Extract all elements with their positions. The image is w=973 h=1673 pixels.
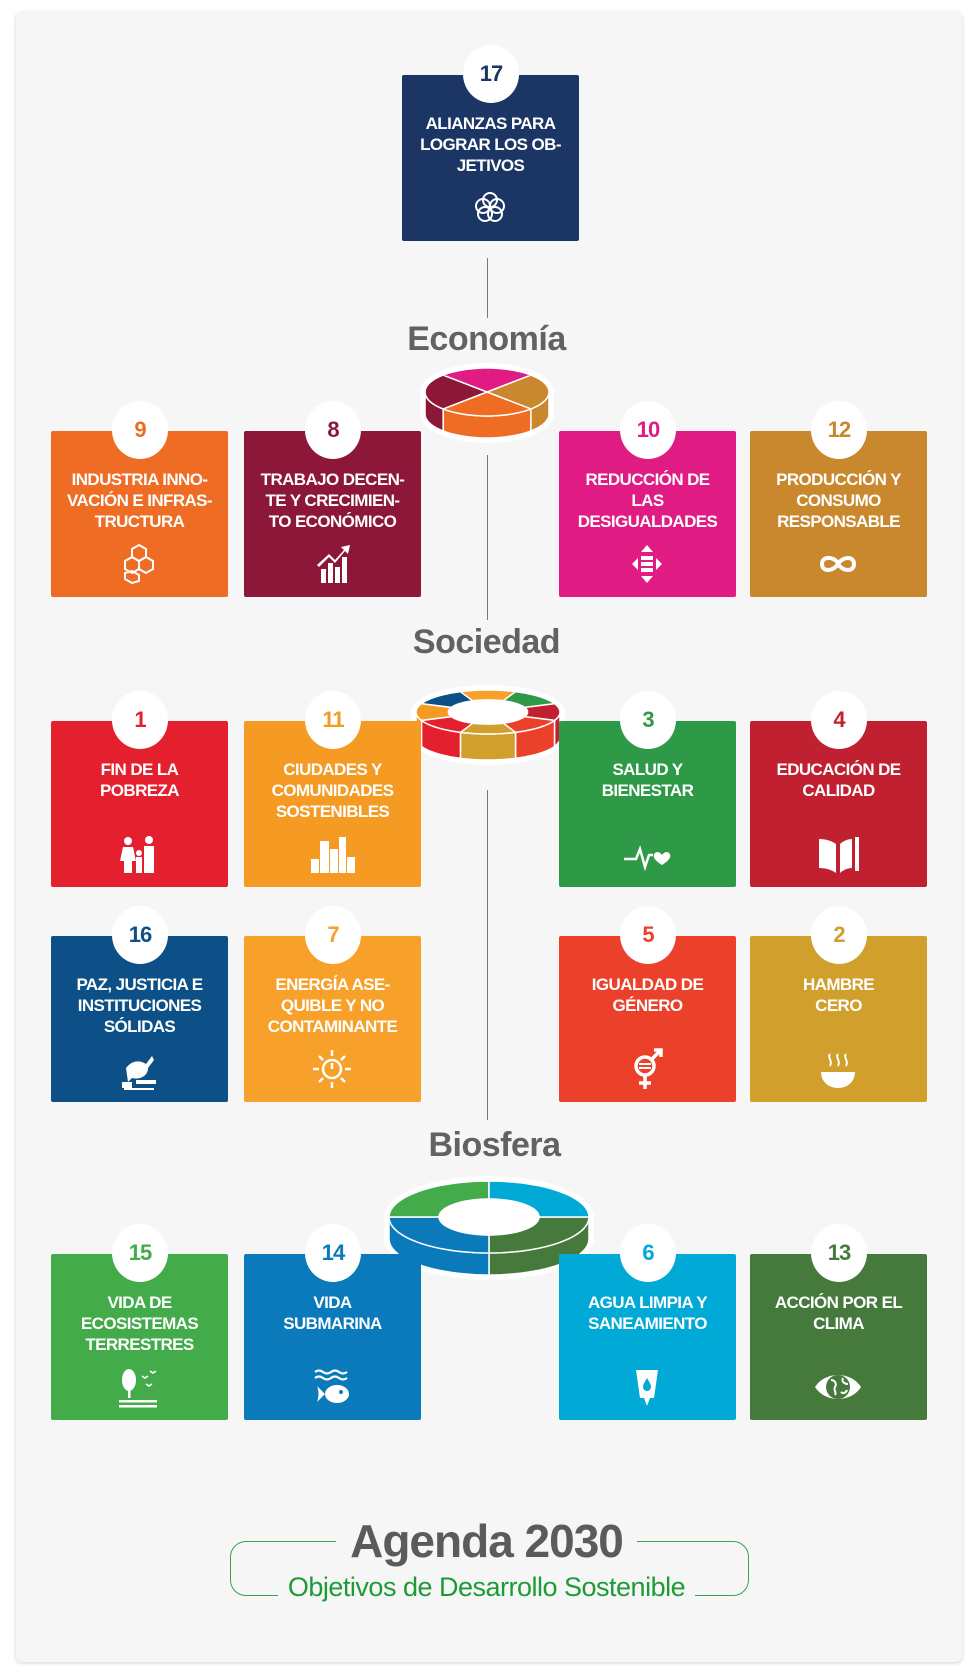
dove-gavel-icon: [114, 1046, 164, 1090]
goal-number-badge: 8: [305, 401, 361, 459]
goal-number-badge: 15: [112, 1224, 168, 1282]
goal-number-badge: 13: [811, 1224, 867, 1282]
goal-number-badge: 4: [811, 691, 867, 749]
earth-eye-icon: [813, 1364, 863, 1408]
footer-title: Agenda 2030: [336, 1515, 637, 1567]
goal-title: SALUD Y BIENESTAR: [601, 760, 694, 800]
disc-top-segment: [424, 374, 490, 410]
goal-title: AGUA LIMPIA Y SANEAMIENTO: [587, 1293, 708, 1333]
goal-number-badge: 12: [811, 401, 867, 459]
disc-top-segment: [441, 391, 533, 417]
goal-title: IGUALDAD DE GÉNERO: [591, 975, 704, 1015]
goal-title: REDUCCIÓN DE LAS DESIGUALDADES: [577, 470, 718, 531]
disc-hole: [448, 699, 528, 725]
goal-title: CIUDADES Y COMUNIDADES SOSTENIBLES: [271, 760, 394, 821]
goal-title: ENERGÍA ASE- QUIBLE Y NO CONTAMINANTE: [267, 975, 398, 1036]
cubes-icon: [114, 541, 164, 585]
goal-title: VIDA DE ECOSISTEMAS TERRESTRES: [80, 1293, 199, 1354]
disc-hole: [439, 1199, 539, 1235]
goal-number-badge: 11: [305, 691, 361, 749]
growth-chart-icon: [307, 541, 357, 585]
book-icon: [813, 831, 863, 875]
infinity-icon: [813, 541, 863, 585]
equality-arrows-icon: [622, 541, 672, 585]
city-icon: [307, 831, 357, 875]
disc-top-segment: [441, 367, 533, 393]
family-icon: [114, 831, 164, 875]
goal-title: PRODUCCIÓN Y CONSUMO RESPONSABLE: [776, 470, 901, 531]
connector-line: [487, 790, 488, 1120]
goal-title: VIDA SUBMARINA: [283, 1293, 382, 1333]
goal-number-badge: 6: [620, 1224, 676, 1282]
goal-title: PAZ, JUSTICIA E INSTITUCIONES SÓLIDAS: [76, 975, 203, 1036]
flower-icon: [465, 185, 515, 229]
water-glass-icon: [622, 1364, 672, 1408]
goal-number-badge: 7: [305, 906, 361, 964]
disc-side-segment: [459, 731, 517, 761]
section-title-economy: Economía: [407, 320, 566, 358]
heartbeat-icon: [622, 831, 672, 875]
connector-line: [487, 258, 488, 318]
goal-number-badge: 10: [620, 401, 676, 459]
tree-birds-icon: [114, 1364, 164, 1408]
goal-number-badge: 17: [463, 45, 519, 103]
bowl-icon: [813, 1046, 863, 1090]
goal-title: EDUCACIÓN DE CALIDAD: [776, 760, 901, 800]
goal-number-badge: 14: [305, 1224, 361, 1282]
connector-line: [487, 455, 488, 620]
goal-number-badge: 9: [112, 401, 168, 459]
goal-title: TRABAJO DECEN- TE Y CRECIMIEN- TO ECONÓM…: [260, 470, 405, 531]
goal-number-badge: 1: [112, 691, 168, 749]
goal-number-badge: 3: [620, 691, 676, 749]
goal-title: INDUSTRIA INNO- VACIÓN E INFRAS- TRUCTUR…: [67, 470, 213, 531]
goal-number-badge: 16: [112, 906, 168, 964]
goal-title: FIN DE LA POBREZA: [100, 760, 180, 800]
section-title-society: Sociedad: [412, 623, 561, 661]
economy-disc: [420, 363, 554, 443]
goal-number-badge: 2: [811, 906, 867, 964]
goal-title: ACCIÓN POR EL CLIMA: [774, 1293, 903, 1333]
goal-title: HAMBRE CERO: [802, 975, 875, 1015]
footer-subtitle: Objetivos de Desarrollo Sostenible: [277, 1572, 696, 1602]
gender-icon: [622, 1046, 672, 1090]
sun-power-icon: [307, 1046, 357, 1090]
goal-number-badge: 5: [620, 906, 676, 964]
disc-top-segment: [484, 374, 550, 410]
society-disc: [411, 685, 565, 765]
fish-waves-icon: [307, 1364, 357, 1408]
goal-title: ALIANZAS PARA LOGRAR LOS OB- JETIVOS: [420, 114, 561, 175]
section-title-biosphere: Biosfera: [428, 1126, 561, 1164]
